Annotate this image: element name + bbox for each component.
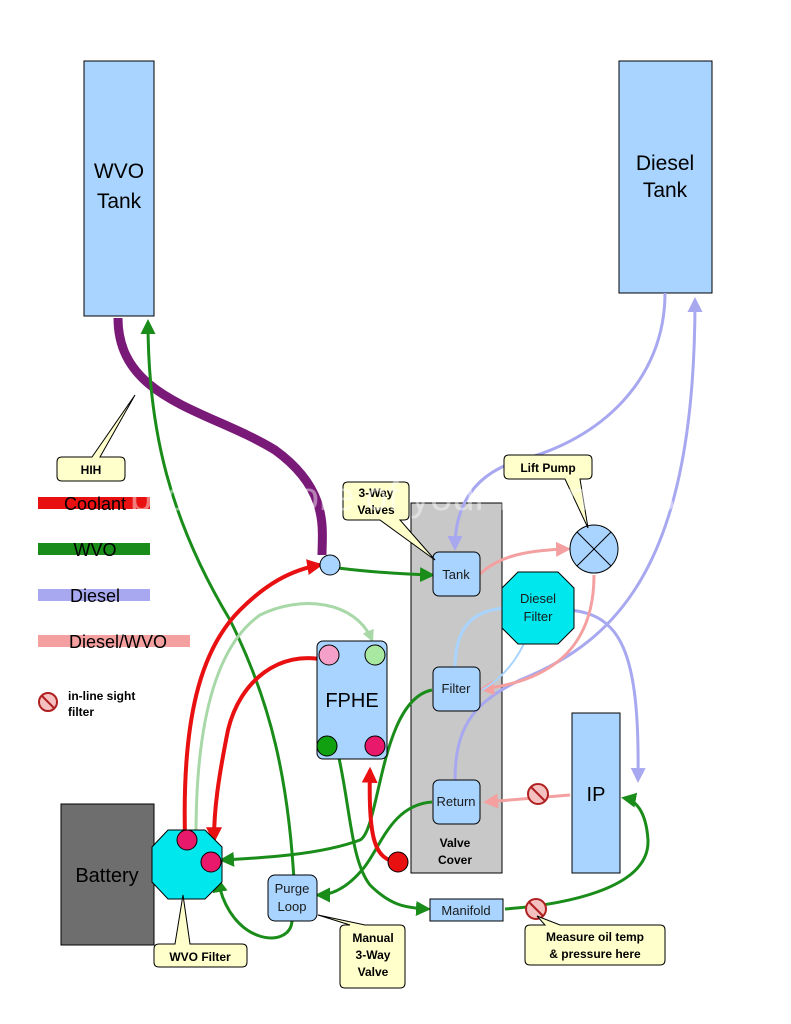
purge-to-wvo-filter-line [212,877,294,940]
fphe-port-coolant-in [318,644,340,666]
sight-filter-manifold [525,898,547,920]
hih-callout-label: HIH [81,463,102,477]
hih-junction [319,554,341,576]
battery-label: Battery [75,865,138,887]
diesel-to-ip-line [569,608,646,783]
legend-coolant-label: Coolant [64,494,126,514]
purge-loop-label-1: Purge [275,881,310,896]
tank-valve-label: Tank [442,567,470,582]
measure-oil-callout: Measure oil temp & pressure here [524,915,666,966]
hih-callout: HIH [56,394,136,482]
valve-cover-label-1: Valve [440,836,471,850]
measure-label-2: & pressure here [549,947,641,961]
fphe-heat-exchanger: FPHE [316,640,388,760]
fphe-to-manifold-line [334,744,431,916]
coolant-fphe-to-filter-line [206,656,326,844]
lift-pump-to-filter-line [479,574,596,696]
wvo-filter [151,829,223,900]
return-to-purge-line [315,800,433,903]
lift-pump-callout-label: Lift Pump [520,461,575,475]
manual-label-1: Manual [352,931,393,945]
manifold-label: Manifold [441,903,490,918]
legend-sight-filter: in-line sight filter [38,689,135,719]
coolant-to-hih-line [182,559,324,838]
coolant-to-fphe-line [361,766,399,864]
diesel-supply-line [447,292,667,551]
legend-diesel-label: Diesel [70,586,120,606]
battery: Battery [60,803,155,946]
legend-coolant: Coolant [38,494,150,514]
manual-label-3: Valve [358,965,389,979]
purge-loop-valve: Purge Loop [267,874,318,922]
filter-to-wvo-filter-line [219,688,433,867]
legend-wvo-label: WVO [74,540,117,560]
tank-valve: Tank [432,551,481,597]
diesel-filter: Diesel Filter [501,571,575,645]
filter-to-diesel-filter-line [453,606,506,669]
wvo-tank-label-2: Tank [97,190,142,213]
diesel-tank: Diesel Tank [618,60,713,294]
wvo-tank: WVO Tank [83,60,155,317]
sight-filter-ip-return [527,783,549,805]
measure-label-1: Measure oil temp [546,930,644,944]
injection-pump: IP [571,712,621,874]
legend-sight-filter-label-2: filter [68,705,94,719]
three-way-valves-callout: 3-Way Valves [342,481,436,561]
return-valve: Return [432,779,481,825]
wvo-filter-callout-label: WVO Filter [169,950,231,964]
legend: Coolant WVO Diesel Diesel/WVO in-line si… [38,494,190,719]
watermark-text: protect more of your memories for less! [130,475,791,519]
three-way-valves-label-1: 3-Way [359,486,394,500]
tank-to-lift-pump-line [478,541,571,576]
wvo-filter-callout: WVO Filter [153,894,248,968]
fphe-label: FPHE [325,690,378,712]
filter-valve: Filter [432,666,481,712]
lift-pump-callout: Lift Pump [503,454,593,529]
three-way-valves-label-2: Valves [357,503,395,517]
wvo-filter-port-side [200,851,222,873]
diesel-return-line [453,297,703,781]
legend-diesel: Diesel [38,586,150,606]
manual-label-2: 3-Way [356,948,391,962]
legend-sight-filter-label-1: in-line sight [68,689,135,703]
manual-three-way-callout: Manual 3-Way Valve [317,914,406,989]
return-valve-label: Return [436,794,475,809]
wvo-to-tank-valve-line [337,566,435,583]
diesel-tank-label-2: Tank [643,179,688,202]
diesel-filter-label-1: Diesel [520,591,556,606]
wvo-filter-to-fphe-line [194,602,374,836]
valve-cover-label-2: Cover [438,853,472,867]
wvo-filter-port-top [176,829,198,851]
manifold: Manifold [429,898,504,922]
lift-pump [569,524,619,574]
manifold-to-ip-line [504,792,650,911]
coolant-port [387,851,409,873]
wvo-tank-label-1: WVO [94,160,144,183]
filter-valve-label: Filter [442,681,472,696]
diesel-tank-label-1: Diesel [636,152,694,175]
hih-hose [113,317,327,556]
fphe-port-wvo-out [316,735,338,757]
diesel-filter-label-2: Filter [524,609,554,624]
fphe-port-coolant-out [364,735,386,757]
ip-label: IP [587,784,606,806]
purge-loop-label-2: Loop [278,899,307,914]
legend-wvo: WVO [38,540,150,560]
fphe-port-wvo-in [364,644,386,666]
legend-diesel-wvo: Diesel/WVO [38,632,190,652]
legend-diesel-wvo-label: Diesel/WVO [69,632,167,652]
